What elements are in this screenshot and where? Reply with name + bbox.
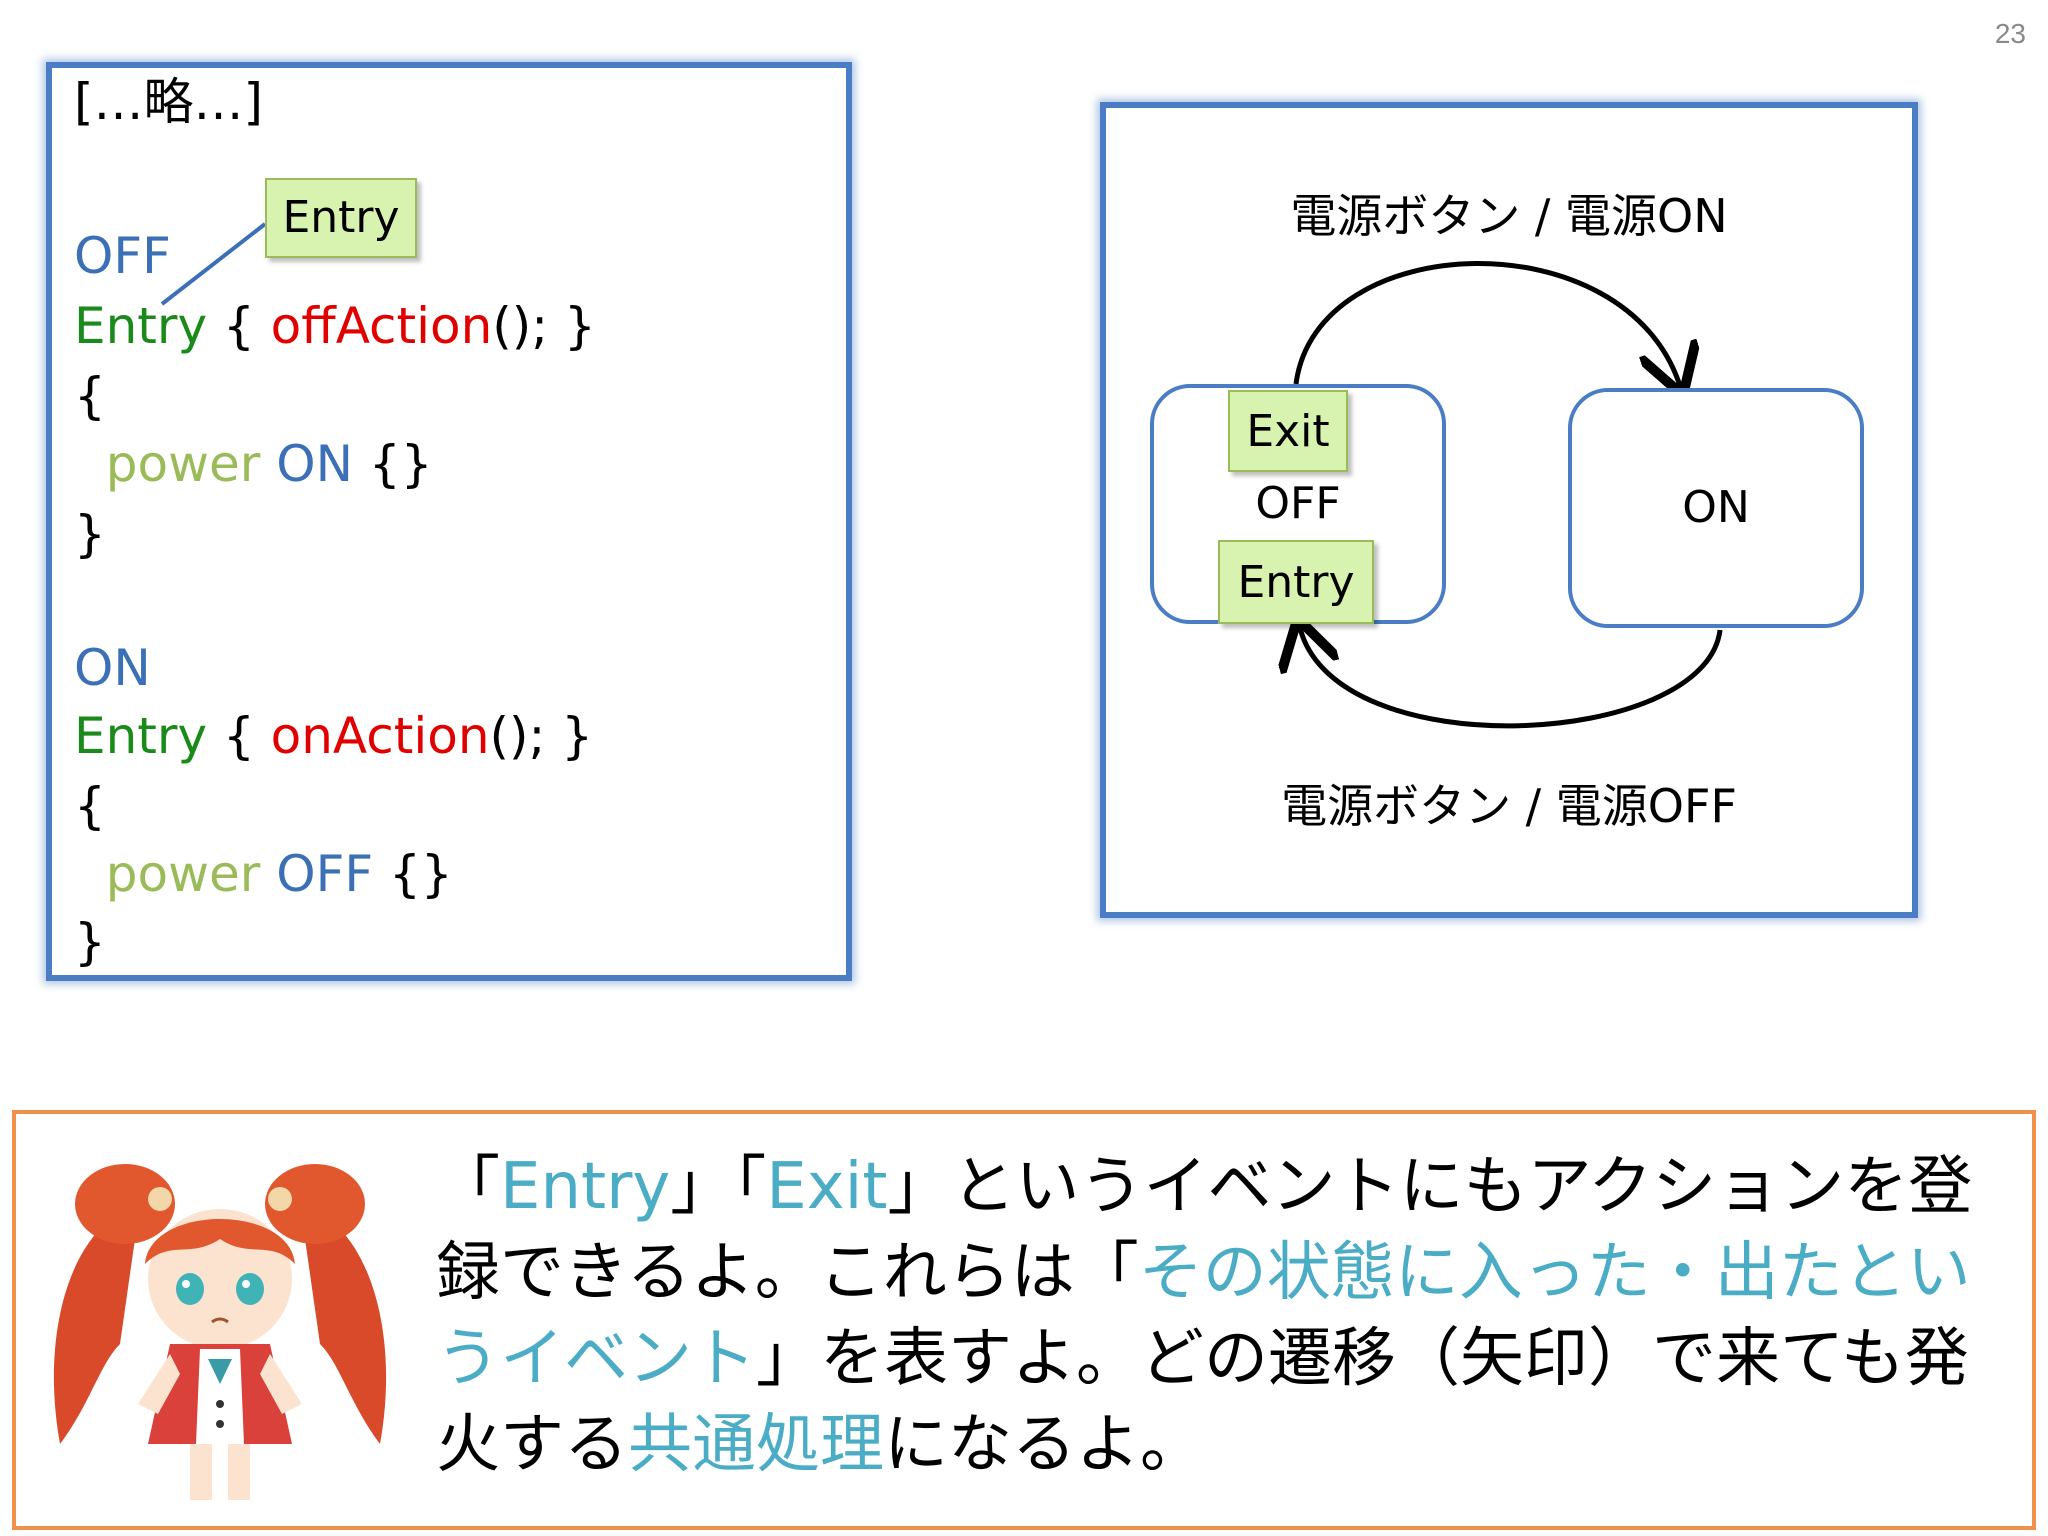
message-highlight: Exit: [766, 1150, 888, 1224]
state-off-name: OFF: [1255, 478, 1341, 529]
entry-action-tag: Entry: [1218, 540, 1374, 624]
page-number: 23: [1994, 18, 2026, 49]
transition-label-on: 電源ボタン / 電源ON: [1290, 189, 1728, 243]
callout-connector-line: [160, 222, 267, 306]
code-call-close: (); }: [489, 707, 594, 765]
mascot-character-image: [53, 1164, 387, 1500]
code-close-brace: }: [74, 913, 106, 971]
code-action-name: offAction: [270, 297, 493, 355]
code-entry-keyword: Entry: [74, 297, 208, 355]
message-highlight: 共通処理: [628, 1408, 884, 1482]
code-state-off: OFF: [74, 227, 171, 285]
code-target-body: {}: [353, 435, 433, 493]
message-segment: 「: [436, 1150, 500, 1224]
arrow-off-to-on: [1293, 261, 1680, 386]
code-event-name: power: [105, 845, 261, 903]
message-segment: 」というイベントにもアクションを登録できるよ。これらは「: [436, 1150, 1973, 1310]
entry-callout: Entry: [265, 178, 417, 258]
code-event-name: power: [105, 435, 261, 493]
state-diagram-panel: 電源ボタン / 電源ON Exit OFF Entry ON 電源ボタン / 電…: [1100, 102, 1918, 918]
code-close-brace: }: [74, 505, 106, 563]
code-ellipsis-line: […略…]: [74, 73, 264, 131]
message-segment: になるよ。: [884, 1408, 1204, 1482]
code-target-state: OFF: [276, 845, 374, 903]
code-entry-keyword: Entry: [74, 707, 208, 765]
code-action-name: onAction: [270, 707, 490, 765]
code-transition-line-on: power OFF {}: [74, 844, 453, 904]
state-on-name: ON: [1682, 482, 1750, 533]
state-on[interactable]: ON: [1568, 388, 1864, 628]
code-entry-line-off: Entry { offAction(); }: [74, 296, 596, 356]
explanation-callout: 「Entry」「Exit」というイベントにもアクションを登録できるよ。これらは「…: [12, 1110, 2036, 1530]
state-off[interactable]: Exit OFF Entry: [1150, 384, 1446, 624]
code-target-state: ON: [276, 435, 354, 493]
code-call-close: (); }: [492, 297, 596, 355]
code-transition-line-off: power ON {}: [74, 434, 433, 494]
code-brace-open: {: [207, 707, 271, 765]
exit-action-tag: Exit: [1228, 390, 1348, 472]
transition-label-off: 電源ボタン / 電源OFF: [1281, 779, 1737, 833]
code-state-on: ON: [74, 639, 151, 697]
message-segment: 」を表すよ。どの遷移（矢印）で来ても発火する: [436, 1322, 1969, 1482]
transition-arrows: [1106, 261, 1723, 729]
message-highlight: その状態に入った・出たというイベント: [436, 1236, 1971, 1396]
code-entry-line-on: Entry { onAction(); }: [74, 706, 593, 766]
code-panel: […略…] OFF Entry { offAction(); } { power…: [46, 62, 852, 981]
code-target-body: {}: [373, 845, 453, 903]
message-highlight: Entry: [500, 1150, 671, 1224]
explanation-text: 「Entry」「Exit」というイベントにもアクションを登録できるよ。これらは「…: [436, 1144, 2026, 1488]
code-open-brace: {: [74, 367, 106, 425]
code-brace-open: {: [207, 297, 271, 355]
message-segment: 」「: [670, 1150, 767, 1224]
code-open-brace: {: [74, 777, 106, 835]
arrow-on-to-off: [1300, 628, 1723, 729]
